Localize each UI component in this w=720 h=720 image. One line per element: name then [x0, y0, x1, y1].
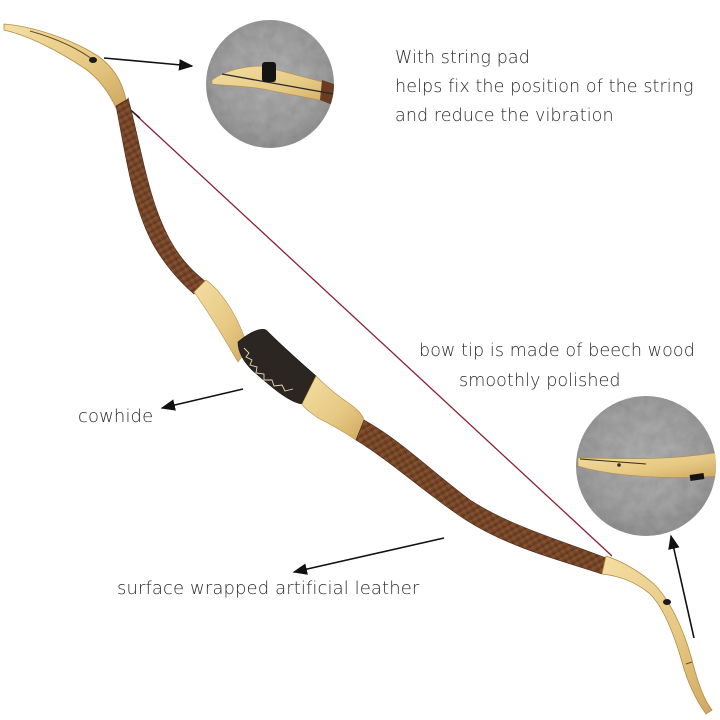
surface-leather-label: surface wrapped artificial leather — [117, 578, 420, 599]
bow-tip-callout: bow tip is made of beech wood smoothly p… — [419, 336, 695, 396]
string-pad-bottom — [663, 599, 671, 605]
upper-limb — [115, 97, 207, 295]
string-pad-line-1: With string pad — [395, 48, 530, 68]
bow-tip-detail-circle — [576, 396, 716, 536]
lower-riser-wrap — [301, 375, 365, 441]
string-pad-top — [89, 57, 97, 63]
lower-bow-tip — [601, 555, 713, 715]
cowhide-grip — [237, 329, 317, 405]
arrow-to-bow-tip-circle — [668, 534, 695, 639]
arrow-to-string-pad-circle — [103, 57, 194, 71]
string-pad-detail-circle — [206, 20, 334, 148]
string-pad-callout: With string pad helps fix the position o… — [395, 44, 694, 131]
cowhide-label: cowhide — [78, 406, 154, 427]
bow-string — [123, 103, 613, 557]
bow-tip-line-1: bow tip is made of beech wood — [419, 341, 695, 361]
lower-limb — [355, 419, 607, 575]
string-pad-line-2: helps fix the position of the string — [395, 77, 694, 97]
upper-bow-tip — [3, 23, 127, 109]
string-pad-line-3: and reduce the vibration — [395, 106, 614, 126]
bow-tip-line-2: smoothly polished — [459, 371, 621, 391]
arrow-to-cowhide — [160, 388, 244, 411]
arrow-to-surface-label — [292, 537, 445, 575]
string-pad-clip-icon — [262, 62, 276, 82]
